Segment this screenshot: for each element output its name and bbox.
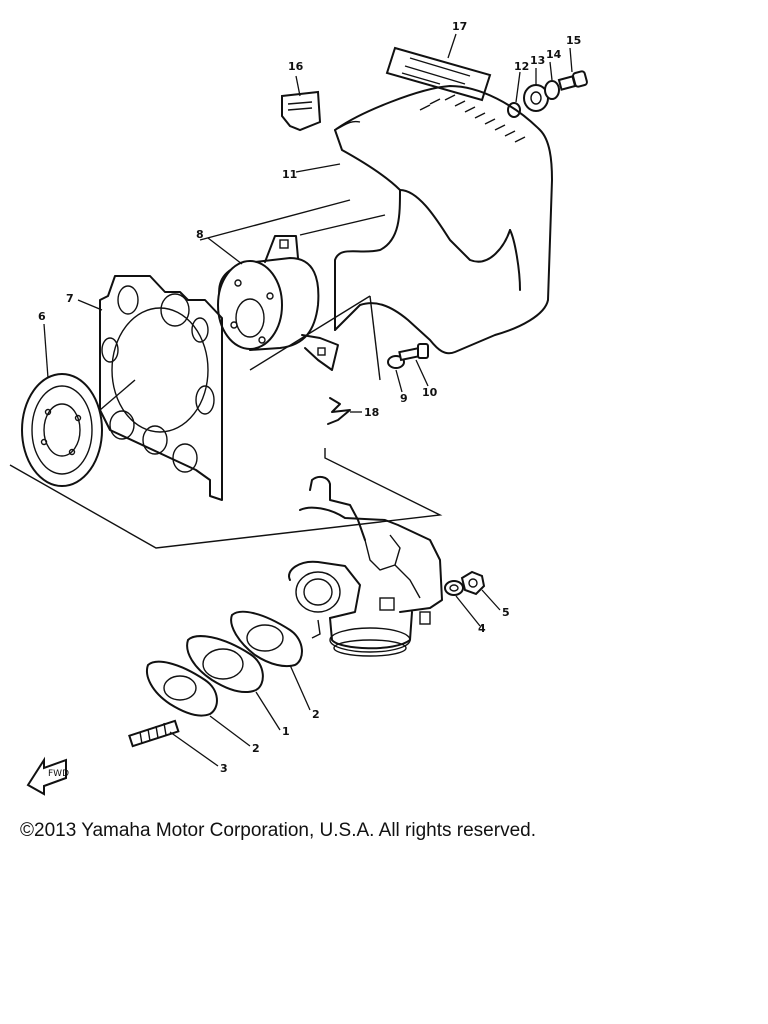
callout-6: 6 bbox=[38, 310, 46, 323]
callout-15: 15 bbox=[566, 34, 581, 47]
callout-16: 16 bbox=[288, 60, 304, 73]
nut-5 bbox=[460, 570, 486, 596]
callout-14: 14 bbox=[546, 48, 562, 61]
callout-18: 18 bbox=[364, 406, 379, 419]
callout-1: 1 bbox=[282, 725, 290, 738]
callout-4: 4 bbox=[478, 622, 486, 635]
callout-5: 5 bbox=[502, 606, 510, 619]
washer-14 bbox=[544, 80, 560, 100]
insulator-1 bbox=[186, 635, 264, 693]
gasket-2-lower bbox=[146, 660, 218, 717]
stud-3 bbox=[128, 719, 180, 748]
clip-18 bbox=[327, 397, 351, 425]
copyright-notice: ©2013 Yamaha Motor Corporation, U.S.A. A… bbox=[20, 820, 536, 841]
callout-labels: 1 2 2 3 4 5 6 7 8 9 10 11 12 13 14 15 16… bbox=[38, 20, 581, 775]
callout-12: 12 bbox=[514, 60, 529, 73]
adapter-8 bbox=[217, 235, 339, 371]
callout-2-upper: 2 bbox=[312, 708, 320, 721]
tag-16 bbox=[281, 90, 322, 132]
fwd-arrow-icon: FWD bbox=[26, 756, 69, 796]
gasket-disc-6 bbox=[21, 373, 103, 487]
svg-text:FWD: FWD bbox=[48, 769, 69, 779]
callout-2-lower: 2 bbox=[252, 742, 260, 755]
gasket-plate-7 bbox=[99, 275, 223, 501]
callout-9: 9 bbox=[400, 392, 408, 405]
bolt-10 bbox=[398, 343, 429, 362]
callout-10: 10 bbox=[422, 386, 438, 399]
label-plate-17 bbox=[385, 46, 492, 102]
callout-13: 13 bbox=[530, 54, 545, 67]
exploded-parts-diagram: FWD 1 2 2 3 4 5 6 bbox=[9, 20, 588, 796]
callout-8: 8 bbox=[196, 228, 204, 241]
callout-17: 17 bbox=[452, 20, 467, 33]
washer-4 bbox=[444, 580, 464, 596]
gasket-2-upper bbox=[230, 610, 303, 668]
carburetor bbox=[288, 475, 443, 657]
cover-shroud-11 bbox=[334, 85, 553, 355]
callout-7: 7 bbox=[66, 292, 74, 305]
leader-lines bbox=[43, 33, 573, 767]
callout-3: 3 bbox=[220, 762, 228, 775]
assembly-lines bbox=[9, 199, 443, 549]
callout-11: 11 bbox=[282, 168, 297, 181]
bolt-15 bbox=[557, 70, 588, 91]
vent-slots bbox=[419, 94, 526, 143]
